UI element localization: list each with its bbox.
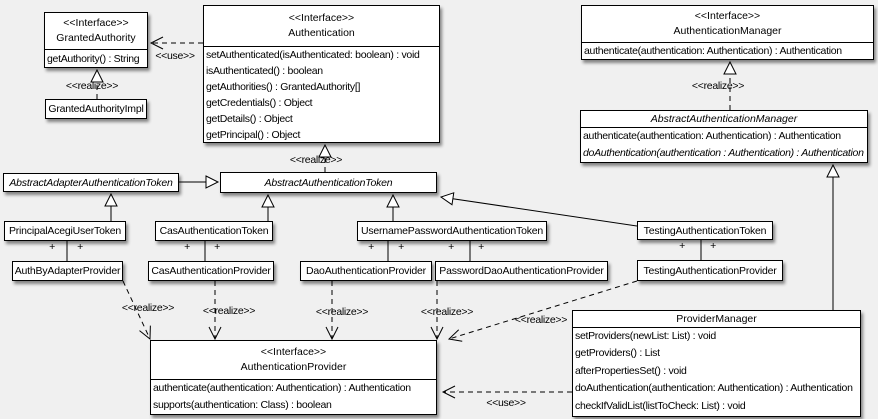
class-provider-manager: ProviderManager setProviders(newList: Li…: [572, 310, 861, 417]
multiplicity-plus: +: [448, 241, 454, 253]
method: supports(authentication: Class) : boolea…: [153, 399, 332, 411]
method: getAuthority() : String: [47, 53, 140, 65]
class-testing-authentication-provider: TestingAuthenticationProvider: [637, 260, 783, 281]
methods-compartment: authenticate(authentication: Authenticat…: [151, 379, 436, 414]
class-name: DaoAuthenticationProvider: [306, 265, 426, 277]
method: afterPropertiesSet() : void: [575, 364, 687, 377]
realize-label: <<realize>>: [691, 80, 745, 92]
method: authenticate(authentication: Authenticat…: [153, 382, 411, 394]
class-name: PasswordDaoAuthenticationProvider: [439, 265, 604, 277]
method: setAuthenticated(isAuthenticated: boolea…: [206, 49, 420, 61]
class-authentication: <<Interface>> Authentication setAuthenti…: [203, 5, 440, 143]
realize-label: <<realize>>: [420, 306, 474, 318]
multiplicity-plus: +: [679, 240, 685, 252]
multiplicity-plus: +: [49, 241, 55, 253]
multiplicity-plus: +: [478, 241, 484, 253]
abstract-method: doAuthentication(authentication : Authen…: [583, 147, 864, 159]
class-name: PrincipalAcegiUserToken: [8, 225, 122, 237]
multiplicity-plus: +: [184, 241, 190, 253]
realize-label: <<realize>>: [65, 80, 119, 92]
method: getAuthorities() : GrantedAuthority[]: [206, 81, 361, 93]
method: getCredentials() : Object: [206, 97, 313, 109]
class-name: CasAuthenticationToken: [159, 225, 269, 237]
class-name: Authentication: [288, 27, 355, 39]
class-dao-authentication-provider: DaoAuthenticationProvider: [300, 261, 432, 281]
realize-label: <<realize>>: [121, 302, 175, 314]
methods-compartment: authenticate(authentication: Authenticat…: [582, 42, 873, 59]
class-name: CasAuthenticationProvider: [151, 265, 271, 277]
class-name: GrantedAuthority: [56, 32, 136, 44]
class-name: TestingAuthenticationProvider: [643, 264, 777, 277]
class-name: GrantedAuthorityImpl: [48, 103, 144, 115]
class-header: <<Interface>> GrantedAuthority: [45, 13, 147, 49]
class-testing-authentication-token: TestingAuthenticationToken: [637, 221, 773, 240]
class-name: AbstractAuthenticationToken: [264, 176, 393, 189]
methods-compartment: getAuthority() : String: [45, 49, 147, 68]
class-auth-by-adapter-provider: AuthByAdapterProvider: [12, 261, 123, 281]
realize-label: <<realize>>: [202, 305, 256, 317]
class-name: AuthenticationProvider: [240, 361, 347, 373]
class-name: AbstractAuthenticationManager: [650, 112, 798, 125]
class-authentication-provider: <<Interface>> AuthenticationProvider aut…: [150, 340, 437, 415]
methods-compartment: setProviders(newList: List) : void getPr…: [573, 327, 860, 415]
class-header: <<Interface>> Authentication: [204, 6, 439, 46]
class-header: <<Interface>> AuthenticationProvider: [151, 341, 436, 379]
class-abstract-authentication-token: AbstractAuthenticationToken: [220, 172, 437, 193]
class-password-dao-authentication-provider: PasswordDaoAuthenticationProvider: [435, 261, 608, 281]
class-header: AbstractAuthenticationManager: [581, 111, 867, 127]
class-granted-authority: <<Interface>> GrantedAuthority getAuthor…: [44, 12, 148, 68]
class-name: AbstractAdapterAuthenticationToken: [9, 176, 173, 189]
generalization-testingtoken: [439, 192, 638, 227]
use-label: <<use>>: [155, 50, 195, 62]
class-name: AuthByAdapterProvider: [14, 265, 121, 277]
class-header: <<Interface>> AuthenticationManager: [582, 6, 873, 42]
class-abstract-adapter-authentication-token: AbstractAdapterAuthenticationToken: [3, 173, 179, 192]
class-name: ProviderManager: [676, 312, 757, 325]
realize-label: <<realize>>: [315, 306, 369, 318]
class-name: UsernamePasswordAuthenticationToken: [360, 225, 544, 237]
methods-compartment: authenticate(authentication: Authenticat…: [581, 127, 867, 162]
class-name: TestingAuthenticationToken: [643, 224, 767, 237]
method: getPrincipal() : Object: [206, 129, 301, 141]
method: isAuthenticated() : boolean: [206, 65, 323, 77]
multiplicity-plus: +: [214, 241, 220, 253]
class-abstract-authentication-manager: AbstractAuthenticationManager authentica…: [580, 110, 868, 163]
realize-arrow-authbyadapterprovider: [122, 280, 151, 341]
class-username-password-authentication-token: UsernamePasswordAuthenticationToken: [357, 221, 547, 241]
class-cas-authentication-provider: CasAuthenticationProvider: [148, 261, 274, 281]
class-cas-authentication-token: CasAuthenticationToken: [155, 221, 273, 241]
method: checkIfValidList(listToCheck: List) : vo…: [575, 399, 746, 412]
realize-label: <<realize>>: [289, 154, 343, 166]
class-authentication-manager: <<Interface>> AuthenticationManager auth…: [581, 5, 874, 60]
stereotype-label: <<Interface>>: [260, 346, 327, 358]
method: getDetails() : Object: [206, 113, 293, 125]
class-principal-acegi-user-token: PrincipalAcegiUserToken: [4, 221, 126, 241]
method: doAuthentication(authentication: Authent…: [575, 382, 853, 395]
methods-compartment: setAuthenticated(isAuthenticated: boolea…: [204, 46, 439, 143]
stereotype-label: <<Interface>>: [288, 12, 355, 24]
method: setProviders(newList: List) : void: [575, 330, 716, 342]
multiplicity-plus: +: [710, 240, 716, 252]
method: authenticate(authentication: Authenticat…: [583, 130, 841, 142]
use-label: <<use>>: [486, 397, 526, 409]
method: getProviders() : List: [575, 347, 660, 360]
class-granted-authority-impl: GrantedAuthorityImpl: [45, 99, 147, 119]
realize-label: <<realize>>: [514, 314, 568, 326]
stereotype-label: <<Interface>>: [694, 10, 761, 22]
method: authenticate(authentication: Authenticat…: [584, 45, 842, 57]
class-name: AuthenticationManager: [673, 25, 782, 37]
multiplicity-plus: +: [398, 241, 404, 253]
multiplicity-plus: +: [77, 241, 83, 253]
multiplicity-plus: +: [368, 241, 374, 253]
realize-arrow-testingauthenticationprovider: [447, 280, 638, 342]
class-header: ProviderManager: [573, 311, 860, 327]
stereotype-label: <<Interface>>: [63, 17, 129, 29]
